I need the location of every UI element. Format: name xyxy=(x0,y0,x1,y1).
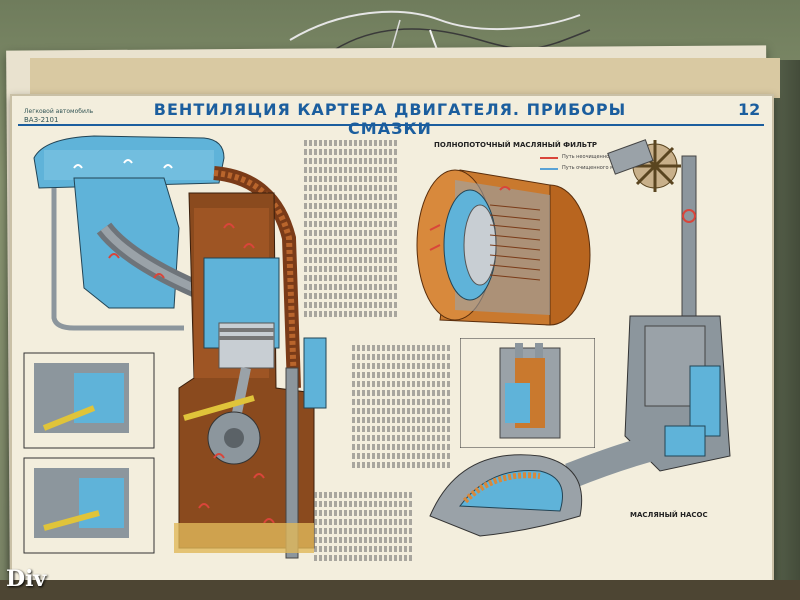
parts-list-middle xyxy=(352,345,452,471)
engine-cutaway-illustration xyxy=(23,135,327,559)
valve-inset-illustration xyxy=(460,338,595,448)
poster-title: ВЕНТИЛЯЦИЯ КАРТЕРА ДВИГАТЕЛЯ. ПРИБОРЫ СМ… xyxy=(153,100,627,138)
legend-swatch-filtered xyxy=(540,168,558,170)
parts-list-lower xyxy=(314,492,414,564)
legend-label-unfiltered: Путь неочищенного масла xyxy=(562,154,633,160)
poster-corner-caption: Легковой автомобиль xyxy=(24,108,94,115)
filter-title: ПОЛНОПОТОЧНЫЙ МАСЛЯНЫЙ ФИЛЬТР xyxy=(434,141,598,149)
watermark: Div xyxy=(6,566,47,592)
poster-backing-strip xyxy=(30,58,780,98)
title-rule xyxy=(18,124,764,126)
legend-swatch-unfiltered xyxy=(540,157,558,159)
legend-label-filtered: Путь очищенного масла xyxy=(562,165,626,171)
poster-corner-model: ВАЗ-2101 xyxy=(24,116,59,124)
parts-list-upper xyxy=(304,140,399,320)
oil-filter-illustration xyxy=(416,169,591,326)
floor xyxy=(0,580,800,600)
poster-number: 12 xyxy=(738,100,761,119)
oil-pump-illustration xyxy=(429,139,731,537)
pump-title: МАСЛЯНЫЙ НАСОС xyxy=(630,511,708,519)
